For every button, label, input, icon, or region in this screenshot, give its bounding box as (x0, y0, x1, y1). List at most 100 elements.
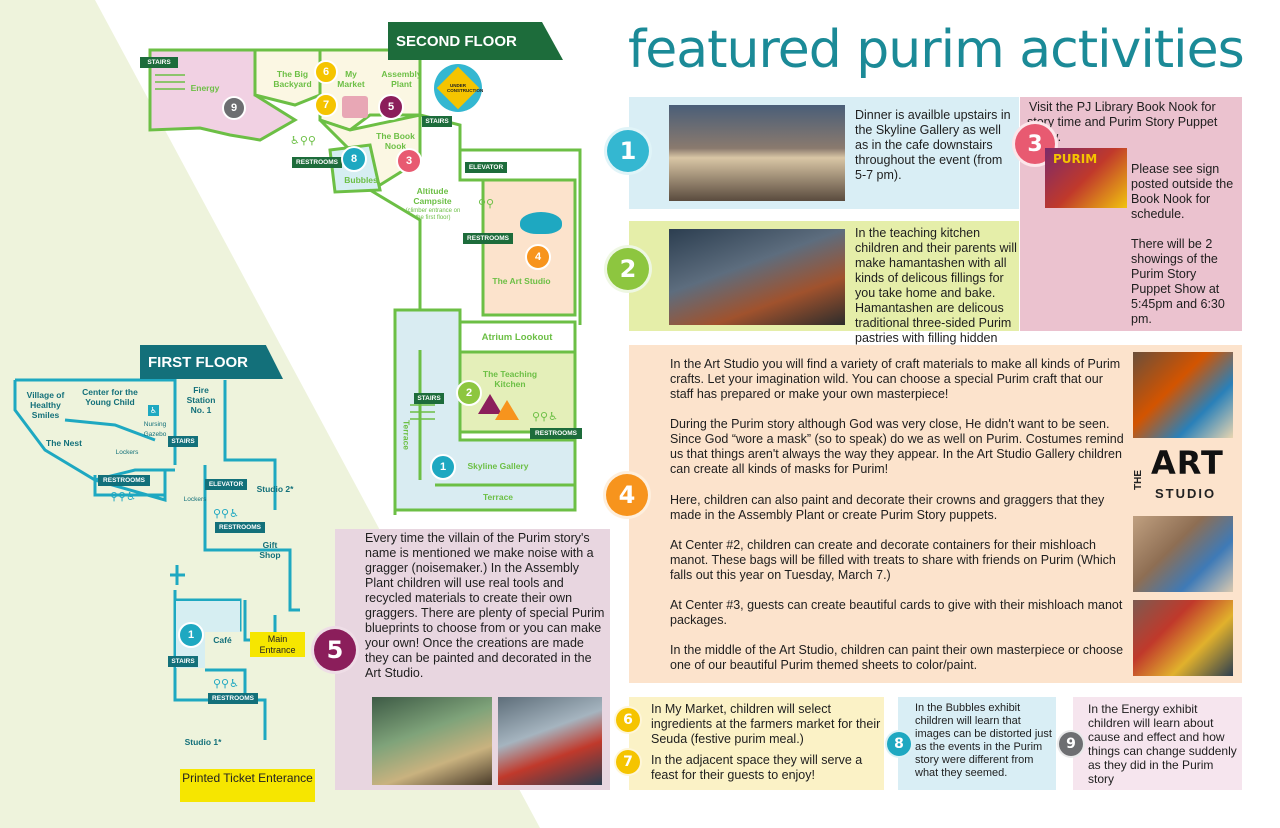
activity-3-text-1: Visit the PJ Library Book Nook for story… (1027, 100, 1218, 144)
activity-9-text: In the Energy exhibit children will lear… (1088, 702, 1237, 786)
sign-stairs: STAIRS (422, 116, 452, 127)
map-number-9: 9 (222, 96, 246, 120)
sign-elevator: ELEVATOR (205, 479, 247, 490)
map-label-skyline: Skyline Gallery (467, 461, 529, 471)
map-label-my-market: My Market (337, 69, 365, 89)
map-label-teaching-kitchen: The Teaching Kitchen (482, 369, 538, 389)
map-label-altitude-note: (climber entrance on the first floor) (405, 208, 461, 221)
art-studio-photo-2 (1133, 516, 1233, 592)
map-label-cafe: Café (213, 635, 232, 645)
second-floor-title: SECOND FLOOR (396, 32, 517, 50)
printed-ticket-entrance-label: Printed Ticket Enterance (180, 769, 315, 802)
activity-4-paragraph-1: In the Art Studio you will find a variet… (670, 357, 1121, 401)
map-label-book-nook: The Book Nook (376, 131, 415, 151)
activity-1-text: Dinner is availble upstairs in the Skyli… (855, 108, 1011, 182)
assembly-plant-photo-1 (372, 697, 492, 785)
map-number-2: 2 (456, 380, 482, 406)
activity-7-text: In the adjacent space they will serve a … (651, 753, 863, 782)
map-label-altitude: Altitude Campsite (413, 186, 452, 206)
map-label-studio2: Studio 2* (256, 484, 294, 494)
first-floor-title: FIRST FLOOR (148, 353, 248, 371)
sign-elevator: ELEVATOR (465, 162, 507, 173)
activity-7-number: 7 (614, 748, 642, 776)
activity-4-number: 4 (603, 471, 651, 519)
map-number-5: 5 (378, 94, 404, 120)
activity-1-number: 1 (604, 127, 652, 175)
map-label-nest: The Nest (46, 438, 82, 448)
skyline-gallery-photo (669, 105, 845, 201)
map-label-lockers: Lockers (115, 449, 139, 456)
map-label-terrace: Terrace (482, 492, 514, 502)
activity-4-paragraph-2: During the Purim story although God was … (670, 417, 1124, 476)
restroom-icon: ⚲⚲♿︎ (213, 508, 239, 520)
activity-4-paragraph-4: At Center #2, children can create and de… (670, 538, 1116, 582)
basket-icon (342, 96, 368, 118)
activity-5-number: 5 (311, 626, 359, 674)
sign-restrooms: RESTROOMS (463, 233, 513, 244)
sign-restrooms: RESTROOMS (98, 475, 150, 486)
sign-stairs: STAIRS (414, 393, 444, 404)
sign-restrooms: RESTROOMS (292, 157, 342, 168)
sign-stairs: STAIRS (168, 436, 198, 447)
map-label-big-backyard: The Big Backyard (273, 69, 312, 89)
under-construction-icon: UNDER CONSTRUCTION (434, 64, 484, 112)
restroom-icon: ⚲⚲♿︎ (110, 491, 136, 503)
map-label-gift: Gift Shop (259, 540, 281, 560)
restroom-icon: ♿︎⚲⚲ (290, 135, 316, 147)
puppet-photo-text: PURIM (1053, 152, 1098, 166)
activity-8-text: In the Bubbles exhibit children will lea… (915, 702, 1052, 779)
activity-6-7-panel (629, 697, 884, 790)
restroom-icon: ⚲⚲ (478, 198, 495, 210)
map-number-7: 7 (314, 93, 338, 117)
hamantashen-icon (495, 400, 519, 420)
activity-2-number: 2 (604, 245, 652, 293)
activity-9-number: 9 (1057, 730, 1085, 758)
map-number-1: 1 (178, 622, 204, 648)
art-studio-logo: THE ART STUDIO (1133, 444, 1233, 506)
activity-8-number: 8 (885, 730, 913, 758)
sign-stairs: STAIRS (140, 57, 178, 68)
accessibility-icon: ♿︎ (148, 405, 159, 416)
map-number-3: 3 (396, 148, 422, 174)
art-studio-photo-3 (1133, 600, 1233, 676)
activity-5-text: Every time the villain of the Purim stor… (365, 531, 605, 680)
first-floor-banner: FIRST FLOOR (140, 345, 283, 379)
activity-3-panel (1020, 97, 1242, 331)
restroom-icon: ⚲⚲♿︎ (213, 678, 239, 690)
map-label-studio1: Studio 1* (184, 737, 222, 747)
map-label-bubbles: Bubbles (344, 175, 378, 185)
map-label-village: Village of Healthy Smiles (26, 390, 65, 420)
map-label-energy: Energy (190, 83, 220, 93)
map-label-center: Center for the Young Child (82, 387, 138, 407)
map-label-atrium: Atrium Lookout (481, 332, 553, 343)
second-floor-banner: SECOND FLOOR (388, 22, 563, 60)
puppet-show-photo: PURIM (1045, 148, 1127, 208)
map-label-nursing: Nursing Gazebo (143, 421, 167, 438)
activity-6-text: In My Market, children will select ingre… (651, 702, 881, 746)
activity-4-paragraph-5: At Center #3, guests can create beautifu… (670, 598, 1123, 627)
logo-art-text: ART (1151, 444, 1224, 482)
activity-4-paragraph-6: In the middle of the Art Studio, childre… (670, 643, 1124, 672)
activity-6-number: 6 (614, 706, 642, 734)
sign-restrooms: RESTROOMS (215, 522, 265, 533)
teaching-kitchen-photo (669, 229, 845, 325)
sign-restrooms: RESTROOMS (530, 428, 582, 439)
map-label-terrace-vertical: Terrace (401, 419, 412, 451)
activity-8-panel (898, 697, 1056, 790)
activity-2-text: In the teaching kitchen children and the… (855, 226, 1017, 360)
sign-stairs: STAIRS (168, 656, 198, 667)
under-construction-text: UNDER CONSTRUCTION (447, 83, 484, 93)
assembly-plant-photo-2 (498, 697, 602, 785)
activity-9-panel (1073, 697, 1242, 790)
activity-4-paragraph-3: Here, children can also paint and decora… (670, 493, 1105, 522)
map-number-1: 1 (430, 454, 456, 480)
art-studio-photo-1 (1133, 352, 1233, 438)
logo-studio-text: STUDIO (1155, 486, 1217, 501)
first-floor-map (13, 378, 300, 740)
map-label-lockers: Lockers (183, 496, 207, 503)
map-label-fire: Fire Station No. 1 (186, 385, 216, 415)
map-label-assembly-plant: Assembly Plant (381, 69, 422, 89)
map-number-6: 6 (314, 60, 338, 84)
map-number-8: 8 (341, 146, 367, 172)
map-label-art-studio: The Art Studio (492, 276, 551, 286)
